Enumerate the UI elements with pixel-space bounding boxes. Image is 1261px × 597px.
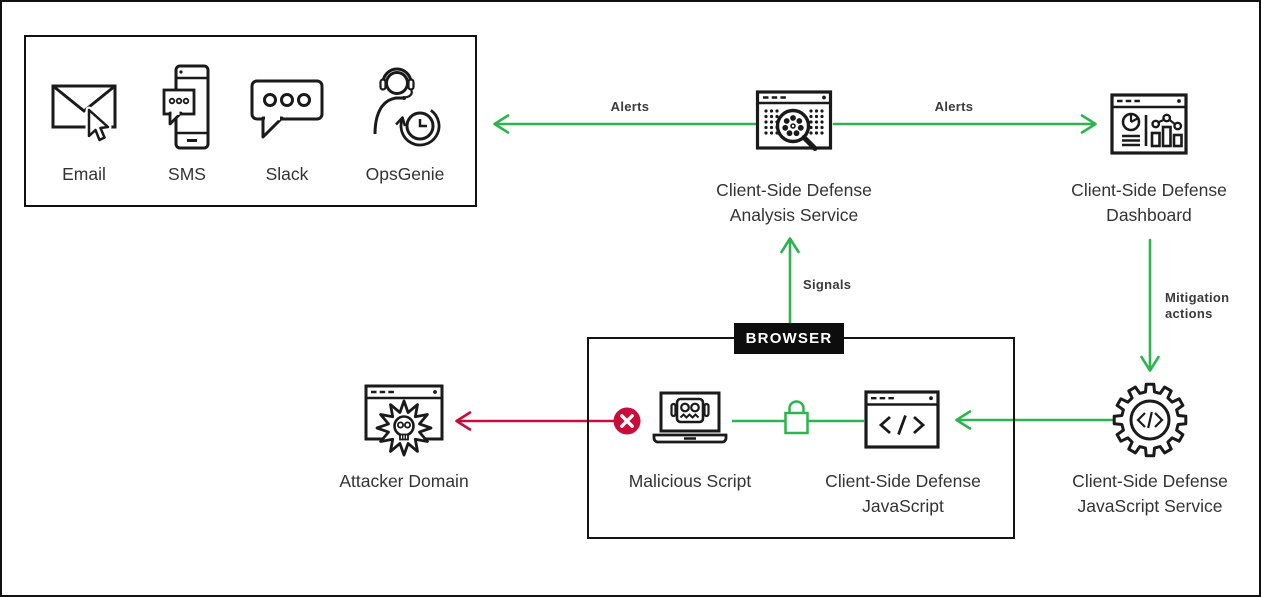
signals-label: Signals <box>803 277 852 292</box>
channel-slack: Slack <box>237 37 337 197</box>
analysis-service-label: Client-Side Defense Analysis Service <box>716 180 872 225</box>
arrowhead-down-icon <box>1140 355 1160 372</box>
browser-skull-burst-icon <box>364 384 444 457</box>
dashboard-label: Client-Side Defense Dashboard <box>1071 180 1227 225</box>
arrowhead-up-icon <box>780 237 800 254</box>
alerts-right-label: Alerts <box>934 99 974 114</box>
alerts-right-arrow <box>832 114 1097 134</box>
arrowhead-left-icon <box>455 411 472 431</box>
csd-js-service-label: Client-Side Defense JavaScript Service <box>1072 471 1228 516</box>
notification-channels-box: Email SMS <box>24 35 477 207</box>
signals-arrow <box>780 237 800 325</box>
channel-sms: SMS <box>137 37 237 197</box>
slack-chat-bubble-icon <box>250 79 324 139</box>
mitigation-actions-arrow <box>1140 238 1160 372</box>
channel-label: Email <box>62 164 106 184</box>
gear-code-icon <box>1112 382 1188 458</box>
channel-label: OpsGenie <box>365 164 445 184</box>
browser-analytics-icon <box>1110 93 1188 155</box>
mitigation-actions-label: Mitigation actions <box>1165 290 1230 321</box>
channel-opsgenie: OpsGenie <box>355 37 455 197</box>
browser-tag: BROWSER <box>734 323 844 354</box>
alerts-left-arrow <box>493 114 760 134</box>
arrowhead-left-icon <box>493 114 510 134</box>
channel-label: SMS <box>168 164 206 184</box>
arrowhead-right-icon <box>1080 114 1097 134</box>
browser-code-icon <box>864 390 940 449</box>
sms-phone-icon <box>162 64 210 150</box>
channel-email: Email <box>34 37 134 197</box>
csd-javascript-label: Client-Side Defense JavaScript <box>825 471 981 516</box>
malicious-script-label: Malicious Script <box>628 471 752 491</box>
alerts-left-label: Alerts <box>610 99 650 114</box>
email-envelope-cursor-icon <box>51 84 117 144</box>
browser-scan-magnifier-icon <box>755 90 833 151</box>
opsgenie-support-agent-icon <box>373 67 441 147</box>
laptop-robot-icon <box>652 391 728 444</box>
attacker-domain-label: Attacker Domain <box>339 471 469 491</box>
channel-label: Slack <box>265 164 309 184</box>
